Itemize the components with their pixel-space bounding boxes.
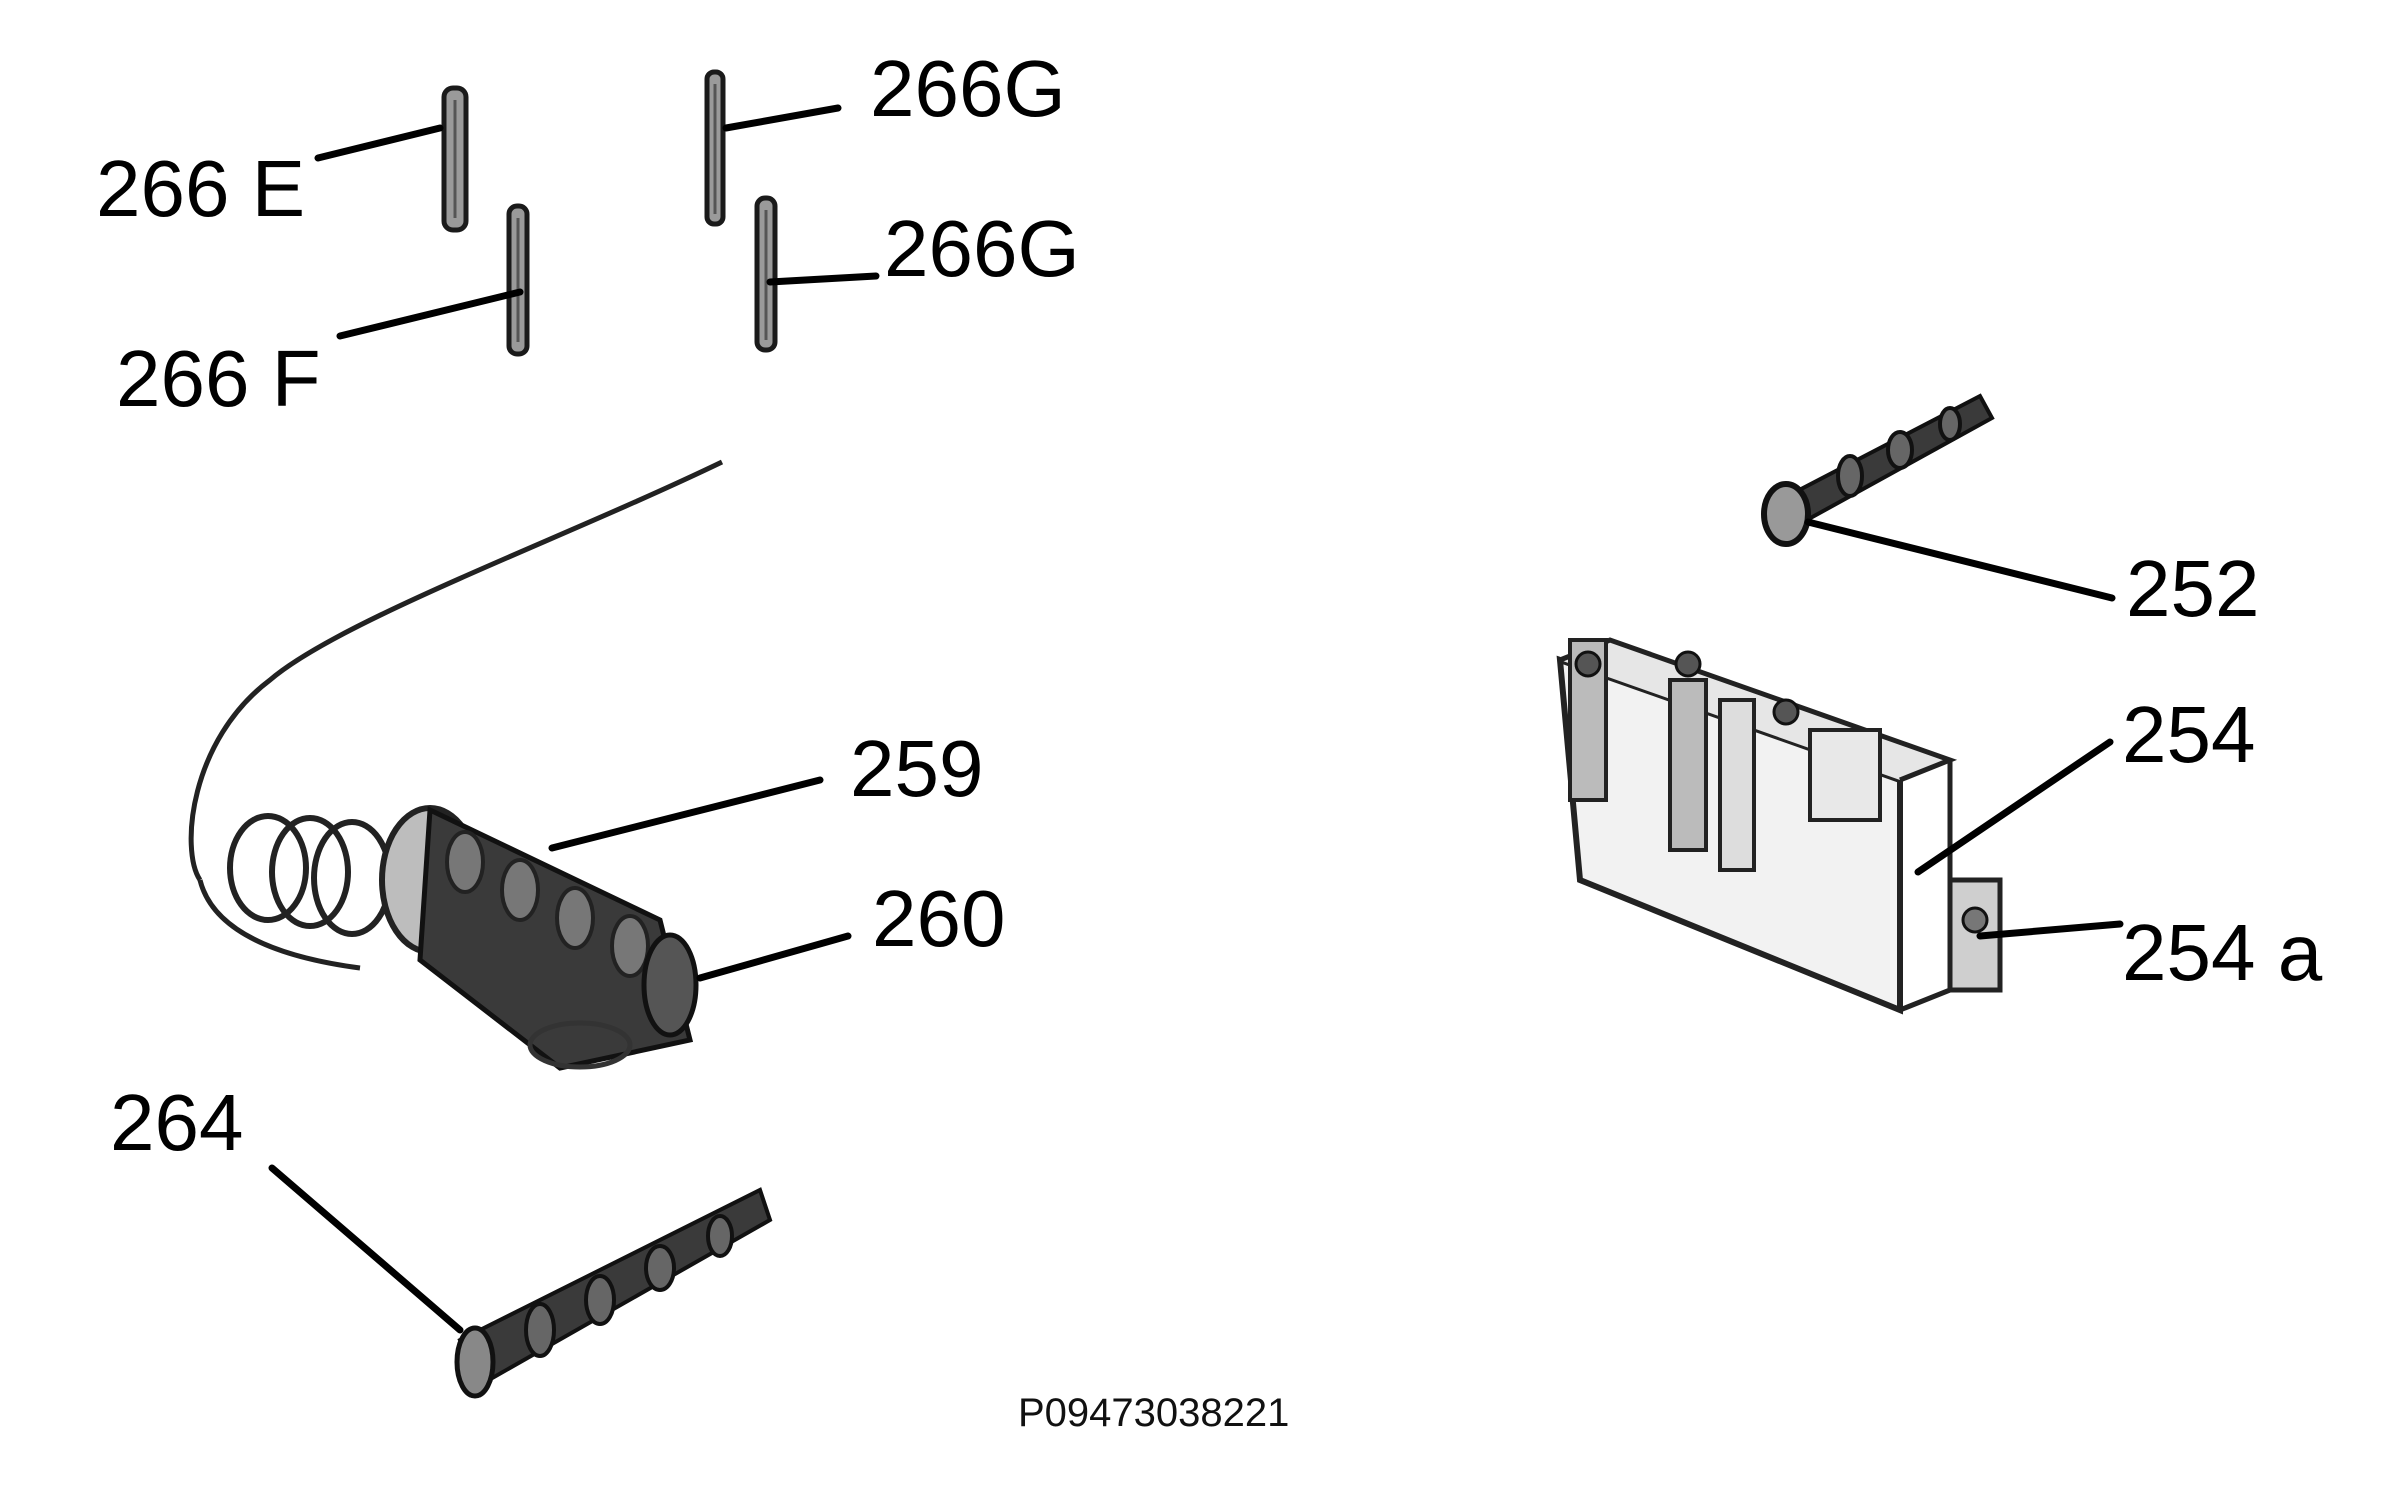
part-254-switch-block — [1556, 637, 2003, 1015]
label-254: 254 — [2122, 690, 2255, 779]
leader-259 — [548, 776, 824, 852]
leader-254a — [1976, 920, 2124, 940]
leader-260 — [696, 932, 852, 982]
label-254a: 254 a — [2122, 908, 2323, 997]
part-266f-pin — [506, 203, 530, 357]
drawing-code: P09473038221 — [1018, 1391, 1289, 1435]
leader-266e — [314, 124, 444, 162]
label-252: 252 — [2126, 544, 2259, 633]
label-264: 264 — [110, 1078, 243, 1167]
leader-266g-top — [722, 104, 842, 132]
leader-252 — [1804, 518, 2116, 602]
leader-266g-mid — [766, 272, 880, 286]
label-260: 260 — [872, 874, 1005, 963]
label-259: 259 — [850, 724, 983, 813]
part-264-connector — [454, 1187, 773, 1399]
label-266e: 266 E — [96, 144, 305, 233]
leader-254 — [1914, 738, 2114, 876]
part-266g-mid-pin — [754, 195, 778, 353]
part-252-connector — [1761, 393, 1995, 547]
leader-266f — [336, 288, 524, 340]
label-266f: 266 F — [116, 334, 321, 423]
leader-264 — [268, 1164, 464, 1334]
part-266g-top-pin — [704, 69, 726, 227]
label-266g-top: 266G — [870, 44, 1066, 133]
label-266g-mid: 266G — [884, 204, 1080, 293]
part-259-260-assembly — [379, 805, 699, 1071]
part-266e-pin — [441, 85, 469, 233]
